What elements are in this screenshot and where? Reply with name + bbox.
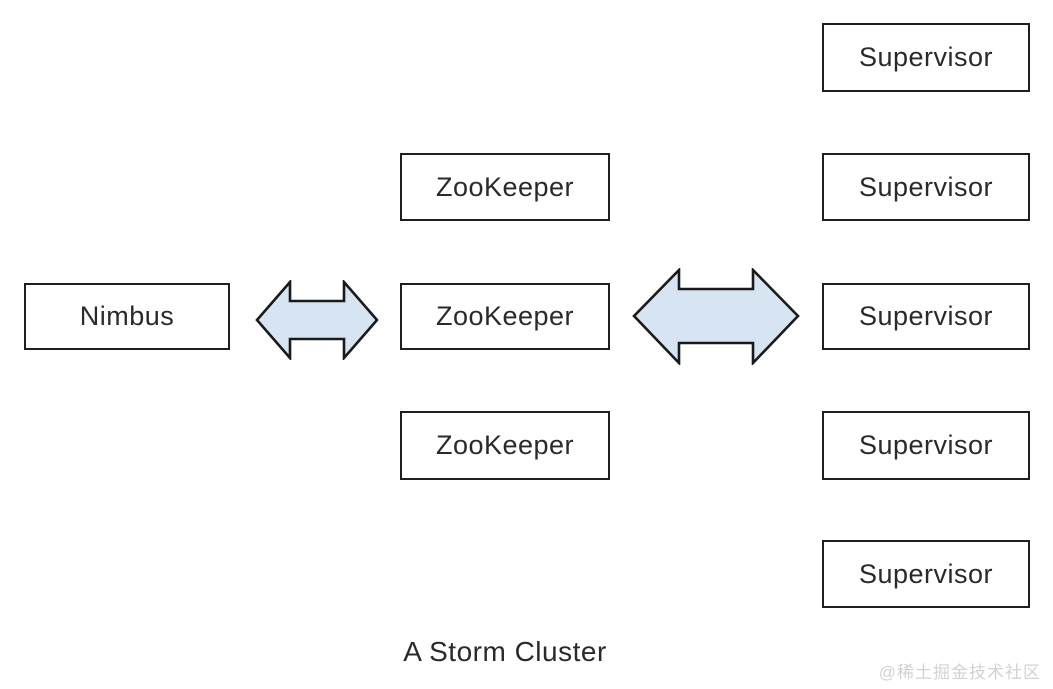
zookeeper-label: ZooKeeper — [435, 301, 575, 331]
supervisor-node: Supervisor — [822, 540, 1030, 608]
nimbus-label: Nimbus — [79, 301, 175, 331]
double-arrow-icon — [632, 268, 800, 365]
supervisor-label: Supervisor — [858, 42, 994, 72]
nimbus-node: Nimbus — [24, 283, 230, 350]
zookeeper-label: ZooKeeper — [435, 171, 575, 202]
double-arrow-icon — [255, 280, 379, 360]
supervisor-label: Supervisor — [858, 430, 994, 460]
supervisor-node: Supervisor — [822, 411, 1030, 480]
supervisor-node: Supervisor — [822, 283, 1030, 350]
zookeeper-node: ZooKeeper — [400, 283, 610, 350]
supervisor-node: Supervisor — [822, 23, 1030, 92]
zookeeper-node: ZooKeeper — [400, 153, 610, 221]
supervisor-label: Supervisor — [858, 301, 994, 331]
diagram-caption: A Storm Cluster — [403, 636, 607, 667]
supervisor-label: Supervisor — [858, 171, 994, 202]
zookeeper-node: ZooKeeper — [400, 411, 610, 480]
supervisor-label: Supervisor — [858, 558, 994, 589]
zookeeper-label: ZooKeeper — [435, 430, 575, 460]
supervisor-node: Supervisor — [822, 153, 1030, 221]
watermark: @稀土掘金技术社区 — [878, 663, 1041, 682]
